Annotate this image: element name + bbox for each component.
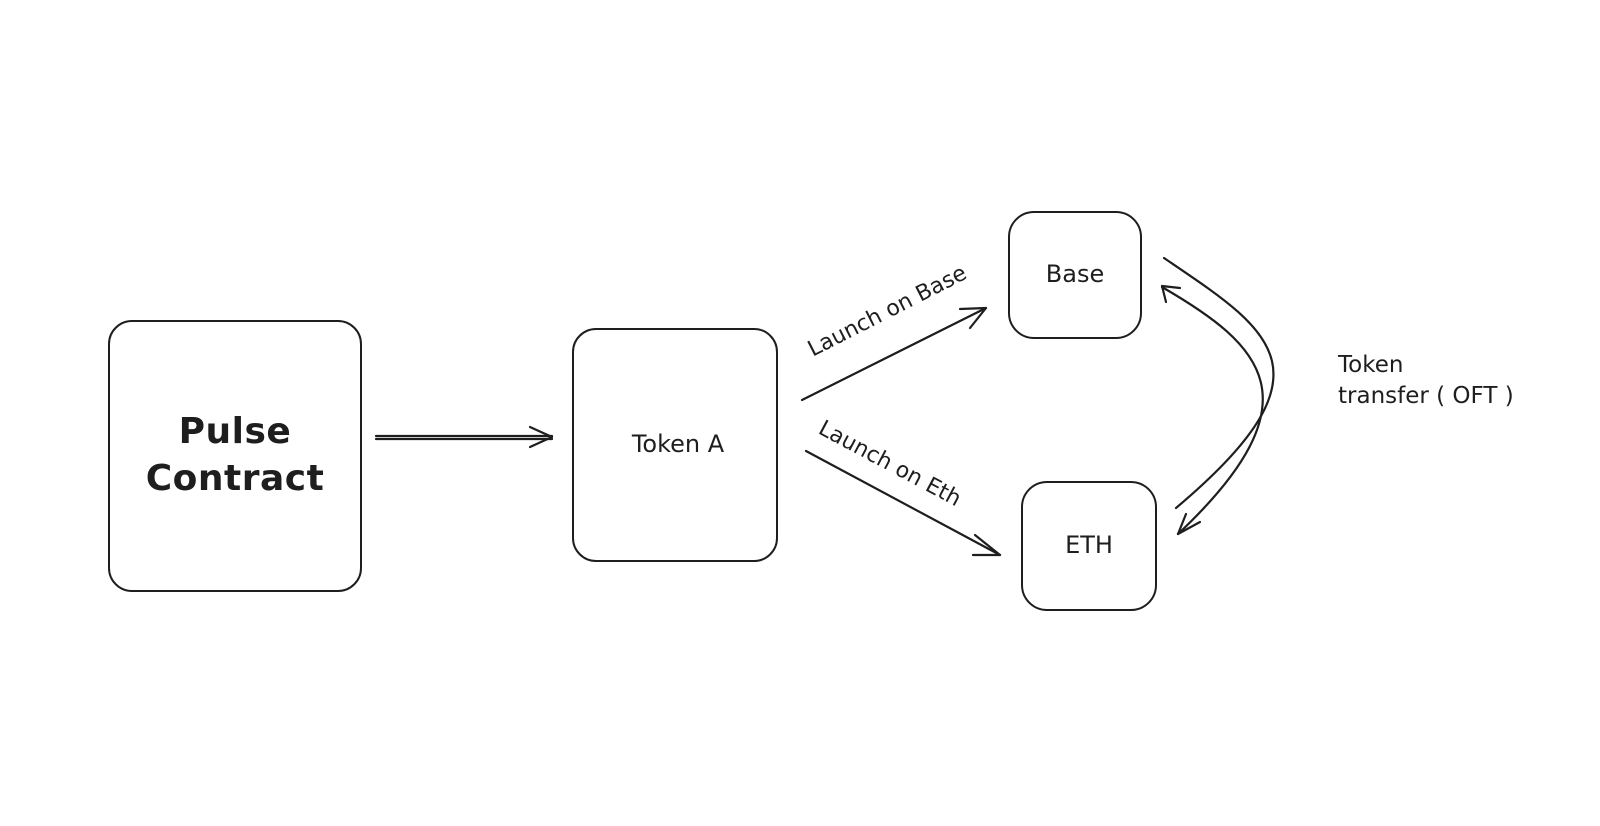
arrow-pulse-to-token <box>374 425 554 449</box>
arrow-token-to-base <box>800 306 988 402</box>
arrow-base-eth-transfer <box>1160 256 1275 536</box>
token-a-label: Token A <box>631 430 725 459</box>
arrow-token-to-eth <box>804 449 1002 557</box>
token-transfer-label: Token transfer ( OFT ) <box>1338 352 1514 410</box>
base-label: Base <box>1045 260 1105 289</box>
base-node: Base <box>1008 211 1142 339</box>
eth-node: ETH <box>1021 481 1157 611</box>
pulse-contract-label: Pulse Contract <box>145 411 325 499</box>
token-a-node: Token A <box>572 328 778 562</box>
eth-label: ETH <box>1065 531 1113 560</box>
pulse-contract-node: Pulse Contract <box>108 320 362 592</box>
